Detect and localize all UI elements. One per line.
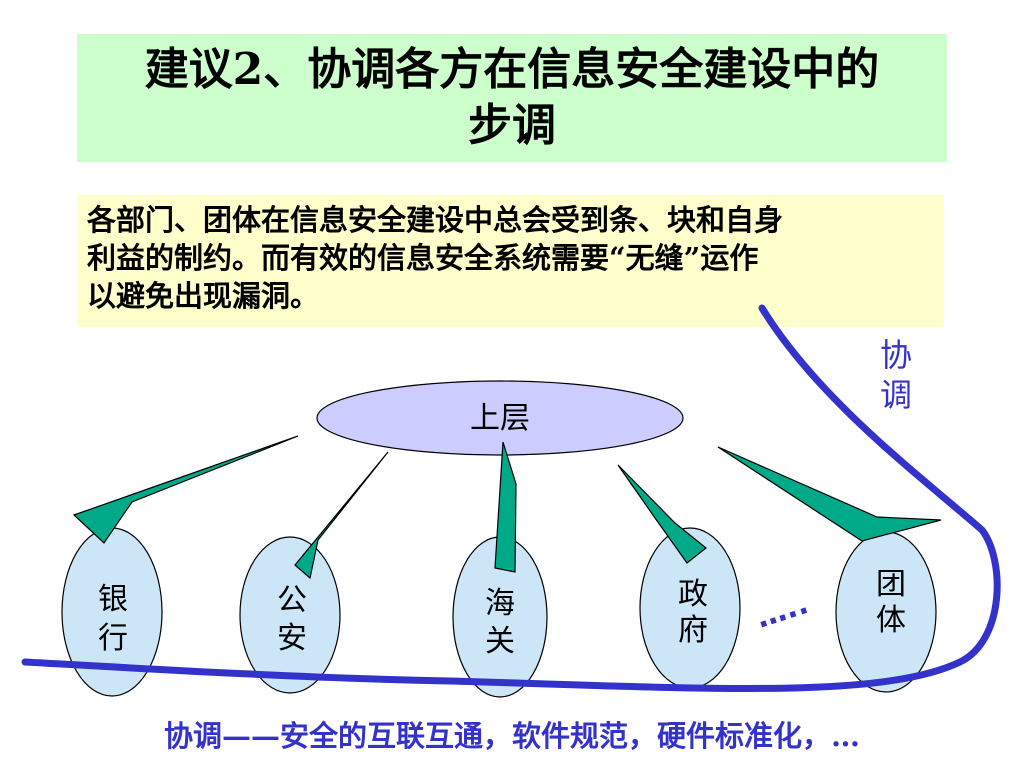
upper-level-label: 上层 <box>470 401 530 436</box>
police-label-1: 公 <box>277 583 307 618</box>
government-label-1: 政 <box>678 577 708 612</box>
description-line-1: 各部门、团体在信息安全建设中总会受到条、块和自身 <box>87 203 784 237</box>
customs-label-1: 海 <box>485 586 515 621</box>
organization-label-1: 团 <box>876 567 906 602</box>
coordination-side-label-2: 调 <box>880 376 912 414</box>
arrow-police-to-upper <box>294 451 389 580</box>
arrow-bank-to-upper <box>72 435 299 544</box>
bank-label-1: 银 <box>98 582 128 617</box>
customs-label-2: 关 <box>485 624 515 659</box>
arrow-government-to-upper <box>617 464 707 564</box>
government-label-2: 府 <box>678 613 708 648</box>
slide-title: 建议2、协调各方在信息安全建设中的 步调 <box>77 34 947 162</box>
arrow-organization-to-upper <box>717 446 942 542</box>
police-label-2: 安 <box>277 621 307 656</box>
description-line-2: 利益的制约。而有效的信息安全系统需要“无缝”运作 <box>87 241 759 275</box>
node-police <box>239 536 341 694</box>
arrow-customs-to-upper <box>494 441 517 573</box>
coordination-side-label-1: 协 <box>880 336 912 374</box>
slide-title-line-2: 步调 <box>468 100 556 151</box>
description-line-3: 以避免出现漏洞。 <box>87 279 320 313</box>
coordination-curve <box>21 304 1001 692</box>
ellipsis-dots: ….. <box>752 586 813 636</box>
slide-title-line-1: 建议2、协调各方在信息安全建设中的 <box>144 44 880 95</box>
bank-label-2: 行 <box>98 621 128 656</box>
description-box: 各部门、团体在信息安全建设中总会受到条、块和自身 利益的制约。而有效的信息安全系… <box>77 195 944 327</box>
bottom-caption: 协调——安全的互联互通，软件规范，硬件标准化，… <box>163 719 860 753</box>
node-upper-level <box>316 380 684 456</box>
organization-label-2: 体 <box>876 603 906 638</box>
